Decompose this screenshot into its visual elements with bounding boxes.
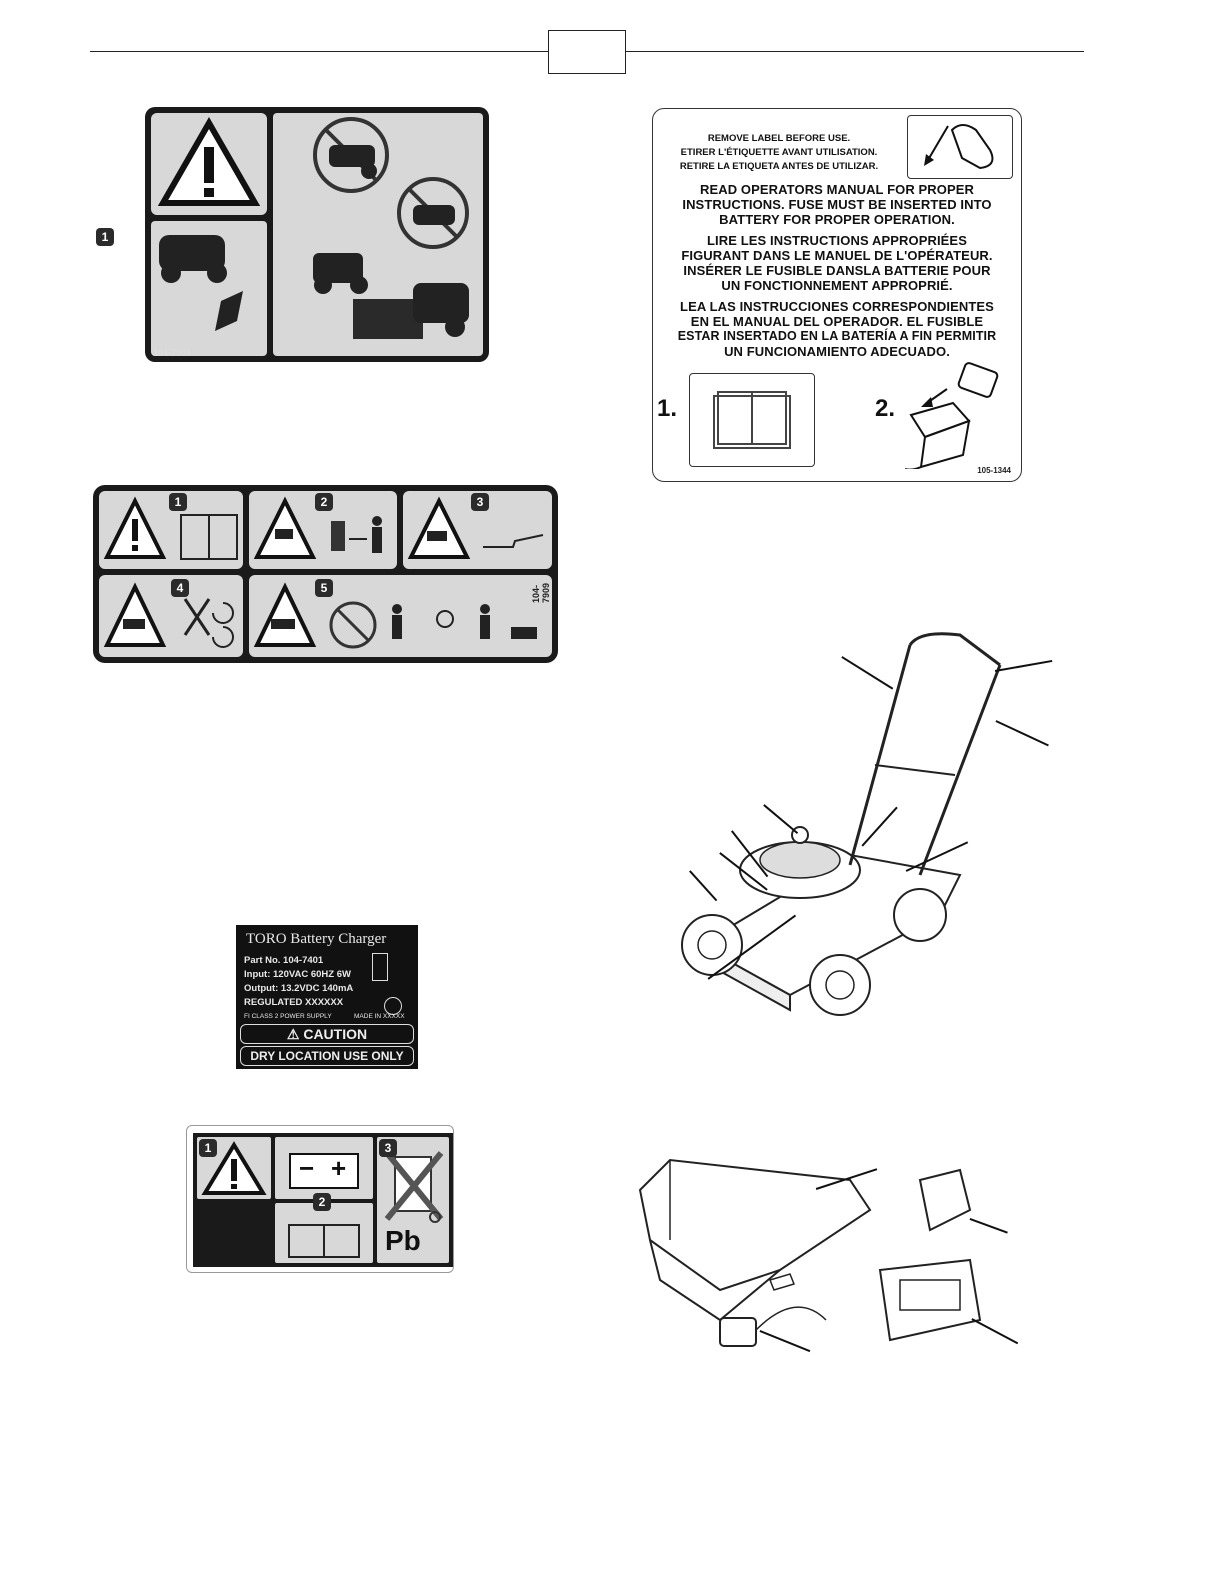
page-number-box bbox=[548, 30, 626, 74]
decal-105-1344: REMOVE LABEL BEFORE USE. ETIRER L'ÉTIQUE… bbox=[652, 108, 1022, 482]
charger-output: Output: 13.2VDC 140mA bbox=[244, 983, 354, 994]
slope-hazard-icon bbox=[407, 496, 544, 559]
remove-label-en: REMOVE LABEL BEFORE USE. bbox=[707, 133, 851, 144]
lead-symbol: Pb bbox=[385, 1225, 421, 1256]
battery-charger-decal: TORO Battery Charger Part No. 104-7401 I… bbox=[236, 925, 418, 1069]
battery-decal-inner: − + Pb 1 2 3 bbox=[193, 1133, 453, 1267]
charger-input: Input: 120VAC 60HZ 6W bbox=[244, 969, 351, 980]
decal-104-7909: 1 2 3 4 bbox=[93, 485, 558, 663]
read-manual-panel bbox=[275, 1203, 373, 1263]
remove-label-es: RETIRE LA ETIQUETA ANTES DE UTILIZAR. bbox=[679, 161, 879, 172]
decal-3-code: 105-1344 bbox=[977, 466, 1011, 475]
decal-2-badge-5: 5 bbox=[315, 579, 333, 597]
step-1-label: 1. bbox=[657, 395, 678, 422]
charger-regulated: REGULATED XXXXXX bbox=[244, 997, 344, 1008]
warning-triangle-icon bbox=[157, 116, 261, 206]
recycle-panel: Pb bbox=[377, 1137, 449, 1263]
instructions-fr-3: INSÉRER LE FUSIBLE DANSLA BATTERIE POUR bbox=[683, 263, 991, 278]
charger-part: Part No. 104-7401 bbox=[244, 955, 324, 966]
decal-1-code: 104-7908 bbox=[153, 348, 192, 358]
decal-1-callout-badge: 1 bbox=[96, 228, 114, 246]
instructions-en-2: INSTRUCTIONS. FUSE MUST BE INSERTED INTO bbox=[682, 197, 992, 212]
caution-text: ⚠ CAUTION bbox=[286, 1025, 368, 1042]
no-tilting-mower-icon bbox=[313, 117, 469, 339]
accessories-illustration bbox=[638, 1158, 982, 1347]
decal-2-panel-5 bbox=[249, 575, 552, 657]
caution-banner: ⚠ CAUTION bbox=[240, 1024, 414, 1044]
ul-mark-icon bbox=[384, 997, 402, 1015]
battery-manual-book-icon bbox=[288, 1224, 360, 1258]
battery-icon: − + bbox=[289, 1153, 359, 1189]
instructions-fr-4: UN FONCTIONNEMENT APPROPRIÉ. bbox=[721, 278, 953, 293]
battery-minus-sign: − bbox=[299, 1153, 315, 1183]
decal-2-code: 104-7909 bbox=[531, 582, 551, 603]
charger-made-in: MADE IN XXXXX bbox=[354, 1013, 405, 1020]
safety-instructions-icon bbox=[253, 582, 537, 649]
remove-label-fr: ETIRER L'ÉTIQUETTE AVANT UTILISATION. bbox=[680, 147, 878, 158]
battery-badge-2: 2 bbox=[313, 1193, 331, 1211]
peel-hand-icon bbox=[924, 124, 994, 170]
instructions-fr-2: FIGURANT DANS LE MANUEL DE L'OPÉRATEUR. bbox=[681, 248, 993, 263]
charger-brand: TORO Battery Charger bbox=[246, 931, 387, 947]
hazard-pictograms-panel bbox=[273, 113, 483, 356]
instructions-es-1: LEA LAS INSTRUCCIONES CORRESPONDIENTES bbox=[680, 299, 994, 314]
dry-location-banner: DRY LOCATION USE ONLY bbox=[240, 1046, 414, 1066]
manual-book-icon bbox=[713, 391, 791, 449]
step-2-label: 2. bbox=[875, 395, 896, 422]
instructions-es-2: EN EL MANUAL DEL OPERADOR. EL FUSIBLE bbox=[690, 314, 984, 329]
no-trash-icon bbox=[384, 1151, 444, 1223]
battery-icon-panel: − + bbox=[275, 1137, 373, 1199]
instructions-es-3: ESTAR INSERTADO EN LA BATERÍA A FIN PERM… bbox=[677, 329, 997, 343]
charger-class2: FI CLASS 2 POWER SUPPLY bbox=[244, 1013, 332, 1020]
header-rule-right bbox=[626, 51, 1084, 52]
mower-discharge-panel bbox=[151, 221, 267, 356]
mower-icon bbox=[159, 235, 243, 331]
manual-book-box bbox=[689, 373, 815, 467]
instructions-fr-1: LIRE LES INSTRUCTIONS APPROPRIÉES bbox=[707, 233, 967, 248]
battery-badge-3: 3 bbox=[379, 1139, 397, 1157]
battery-decal: − + Pb 1 2 3 bbox=[186, 1125, 454, 1273]
read-manual-icon bbox=[103, 496, 238, 560]
keep-bystanders-away-icon bbox=[253, 496, 382, 559]
battery-plus-sign: + bbox=[331, 1153, 347, 1183]
instructions-en-1: READ OPERATORS MANUAL FOR PROPER bbox=[699, 182, 975, 197]
instructions-es-4: UN FUNCIONAMIENTO ADECUADO. bbox=[724, 344, 950, 359]
decal-104-7908: 104-7908 bbox=[145, 107, 489, 362]
decal-2-panel-2 bbox=[249, 491, 397, 569]
battery-warning-triangle-icon bbox=[201, 1141, 267, 1195]
header-rule-left bbox=[90, 51, 548, 52]
peel-label-icon-box bbox=[907, 115, 1013, 179]
decal-2-badge-4: 4 bbox=[171, 579, 189, 597]
blade-hand-hazard-icon bbox=[103, 582, 234, 648]
mower-illustration bbox=[681, 632, 1002, 1016]
fuse-battery-icon bbox=[905, 362, 999, 469]
decal-2-badge-2: 2 bbox=[315, 493, 333, 511]
battery-badge-1: 1 bbox=[199, 1139, 217, 1157]
decal-2-badge-3: 3 bbox=[471, 493, 489, 511]
instructions-en-3: BATTERY FOR PROPER OPERATION. bbox=[719, 212, 955, 227]
dry-location-text: DRY LOCATION USE ONLY bbox=[250, 1049, 404, 1063]
warning-panel bbox=[151, 113, 267, 215]
charger-polarity-box bbox=[372, 953, 388, 981]
decal-2-badge-1: 1 bbox=[169, 493, 187, 511]
